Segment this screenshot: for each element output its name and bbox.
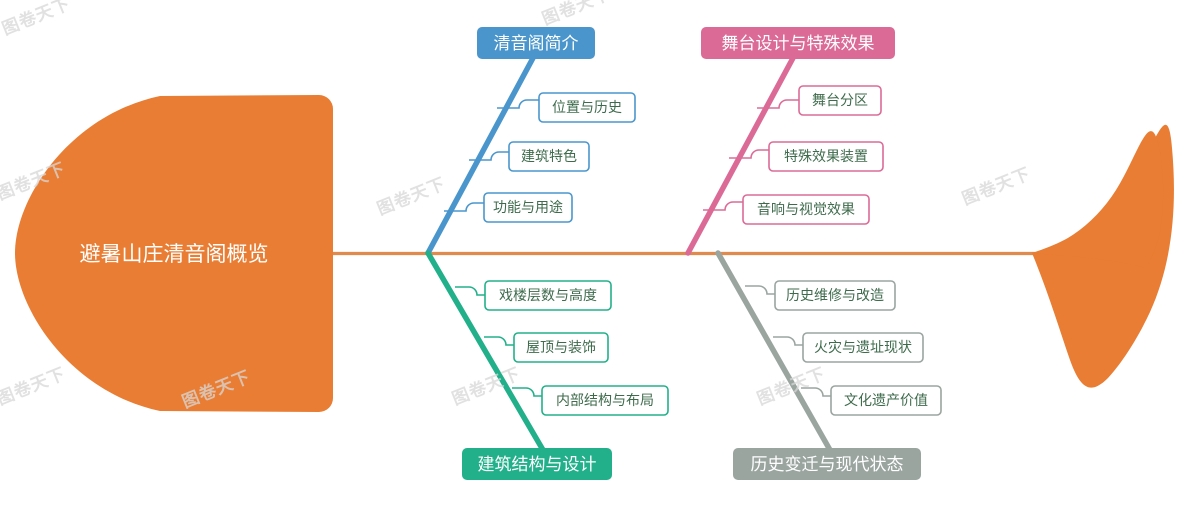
branch-history-connector-2 bbox=[801, 387, 835, 397]
watermark: 图卷天下 bbox=[959, 163, 1033, 209]
branch-intro-header-box[interactable] bbox=[477, 27, 595, 59]
branch-intro-item-label-1: 建筑特色 bbox=[521, 148, 577, 164]
branch-structure-connector-0 bbox=[455, 286, 489, 296]
fish-head[interactable] bbox=[15, 95, 333, 412]
branch-history-header-box[interactable] bbox=[733, 448, 921, 480]
branch-structure-item-label-1: 屋顶与装饰 bbox=[526, 339, 596, 355]
branch-stage-item-label-0: 舞台分区 bbox=[812, 92, 868, 108]
branch-intro-rib bbox=[425, 55, 536, 256]
branch-stage-item-box-1[interactable] bbox=[768, 141, 884, 172]
branch-history-item-box-2[interactable] bbox=[830, 385, 942, 416]
branch-intro-connector-2 bbox=[444, 202, 484, 212]
branch-intro-connector-1 bbox=[469, 151, 509, 161]
branch-stage-item-box-0[interactable] bbox=[798, 85, 882, 116]
branch-history-item-label-0: 历史维修与改造 bbox=[786, 287, 884, 303]
branch-stage-item-label-2: 音响与视觉效果 bbox=[757, 201, 855, 217]
branch-intro-item-box-1[interactable] bbox=[508, 141, 590, 172]
branch-structure-connector-1 bbox=[484, 336, 518, 346]
fish-head-label: 避暑山庄清音阁概览 bbox=[80, 242, 269, 266]
branch-structure-item-box-2[interactable] bbox=[541, 385, 669, 416]
branch-intro-header-label: 清音阁简介 bbox=[494, 34, 579, 53]
branch-history-item-label-1: 火灾与遗址现状 bbox=[814, 339, 912, 355]
branch-stage-item-box-2[interactable] bbox=[742, 194, 870, 225]
branch-history-connector-0 bbox=[745, 285, 779, 295]
branch-structure-header-box[interactable] bbox=[462, 448, 612, 480]
fish-tail-upper-lobe bbox=[1032, 131, 1164, 268]
branch-stage-item-label-1: 特殊效果装置 bbox=[784, 148, 868, 164]
branch-structure-item-label-2: 内部结构与布局 bbox=[556, 392, 654, 408]
watermark: 图卷天下 bbox=[539, 0, 613, 29]
watermark: 图卷天下 bbox=[754, 363, 828, 409]
branch-structure-connector-2 bbox=[512, 387, 546, 397]
branch-stage-connector-1 bbox=[729, 149, 769, 159]
branch-history-item-label-2: 文化遗产价值 bbox=[844, 392, 928, 408]
branch-history-connector-1 bbox=[773, 336, 807, 346]
branch-structure[interactable]: 建筑结构与设计 戏楼层数与高度 屋顶与装饰 内部结构与布局 bbox=[425, 250, 669, 480]
watermark: 图卷天下 bbox=[374, 173, 448, 219]
branch-structure-item-box-1[interactable] bbox=[513, 332, 609, 363]
branch-history[interactable]: 历史变迁与现代状态 历史维修与改造 火灾与遗址现状 文化遗产价值 bbox=[715, 250, 942, 480]
branch-intro-item-label-0: 位置与历史 bbox=[552, 99, 622, 115]
branch-stage-connector-0 bbox=[757, 99, 799, 109]
branch-structure-item-box-0[interactable] bbox=[484, 280, 612, 311]
branch-intro-item-box-0[interactable] bbox=[538, 92, 636, 123]
branch-stage[interactable]: 舞台设计与特殊效果 舞台分区 特殊效果装置 音响与视觉效果 bbox=[685, 27, 895, 256]
branch-stage-header-label: 舞台设计与特殊效果 bbox=[722, 34, 875, 53]
branch-intro-item-box-2[interactable] bbox=[483, 192, 573, 223]
watermark: 图卷天下 bbox=[0, 363, 68, 409]
watermark: 图卷天下 bbox=[0, 0, 73, 39]
branch-structure-header-label: 建筑结构与设计 bbox=[478, 455, 597, 474]
branch-history-rib bbox=[715, 250, 833, 453]
branch-history-item-box-0[interactable] bbox=[774, 280, 896, 311]
branch-structure-item-label-0: 戏楼层数与高度 bbox=[499, 287, 597, 303]
branch-intro-connector-0 bbox=[497, 99, 539, 109]
branch-intro-item-label-2: 功能与用途 bbox=[493, 199, 563, 215]
branch-stage-header-box[interactable] bbox=[701, 27, 895, 59]
branch-stage-rib bbox=[685, 55, 796, 256]
branch-stage-connector-2 bbox=[703, 201, 743, 211]
branch-intro[interactable]: 清音阁简介 位置与历史 建筑特色 功能与用途 bbox=[425, 27, 636, 256]
branch-history-item-box-1[interactable] bbox=[802, 332, 924, 363]
branch-structure-rib bbox=[425, 250, 546, 453]
branch-history-header-label: 历史变迁与现代状态 bbox=[751, 455, 904, 474]
